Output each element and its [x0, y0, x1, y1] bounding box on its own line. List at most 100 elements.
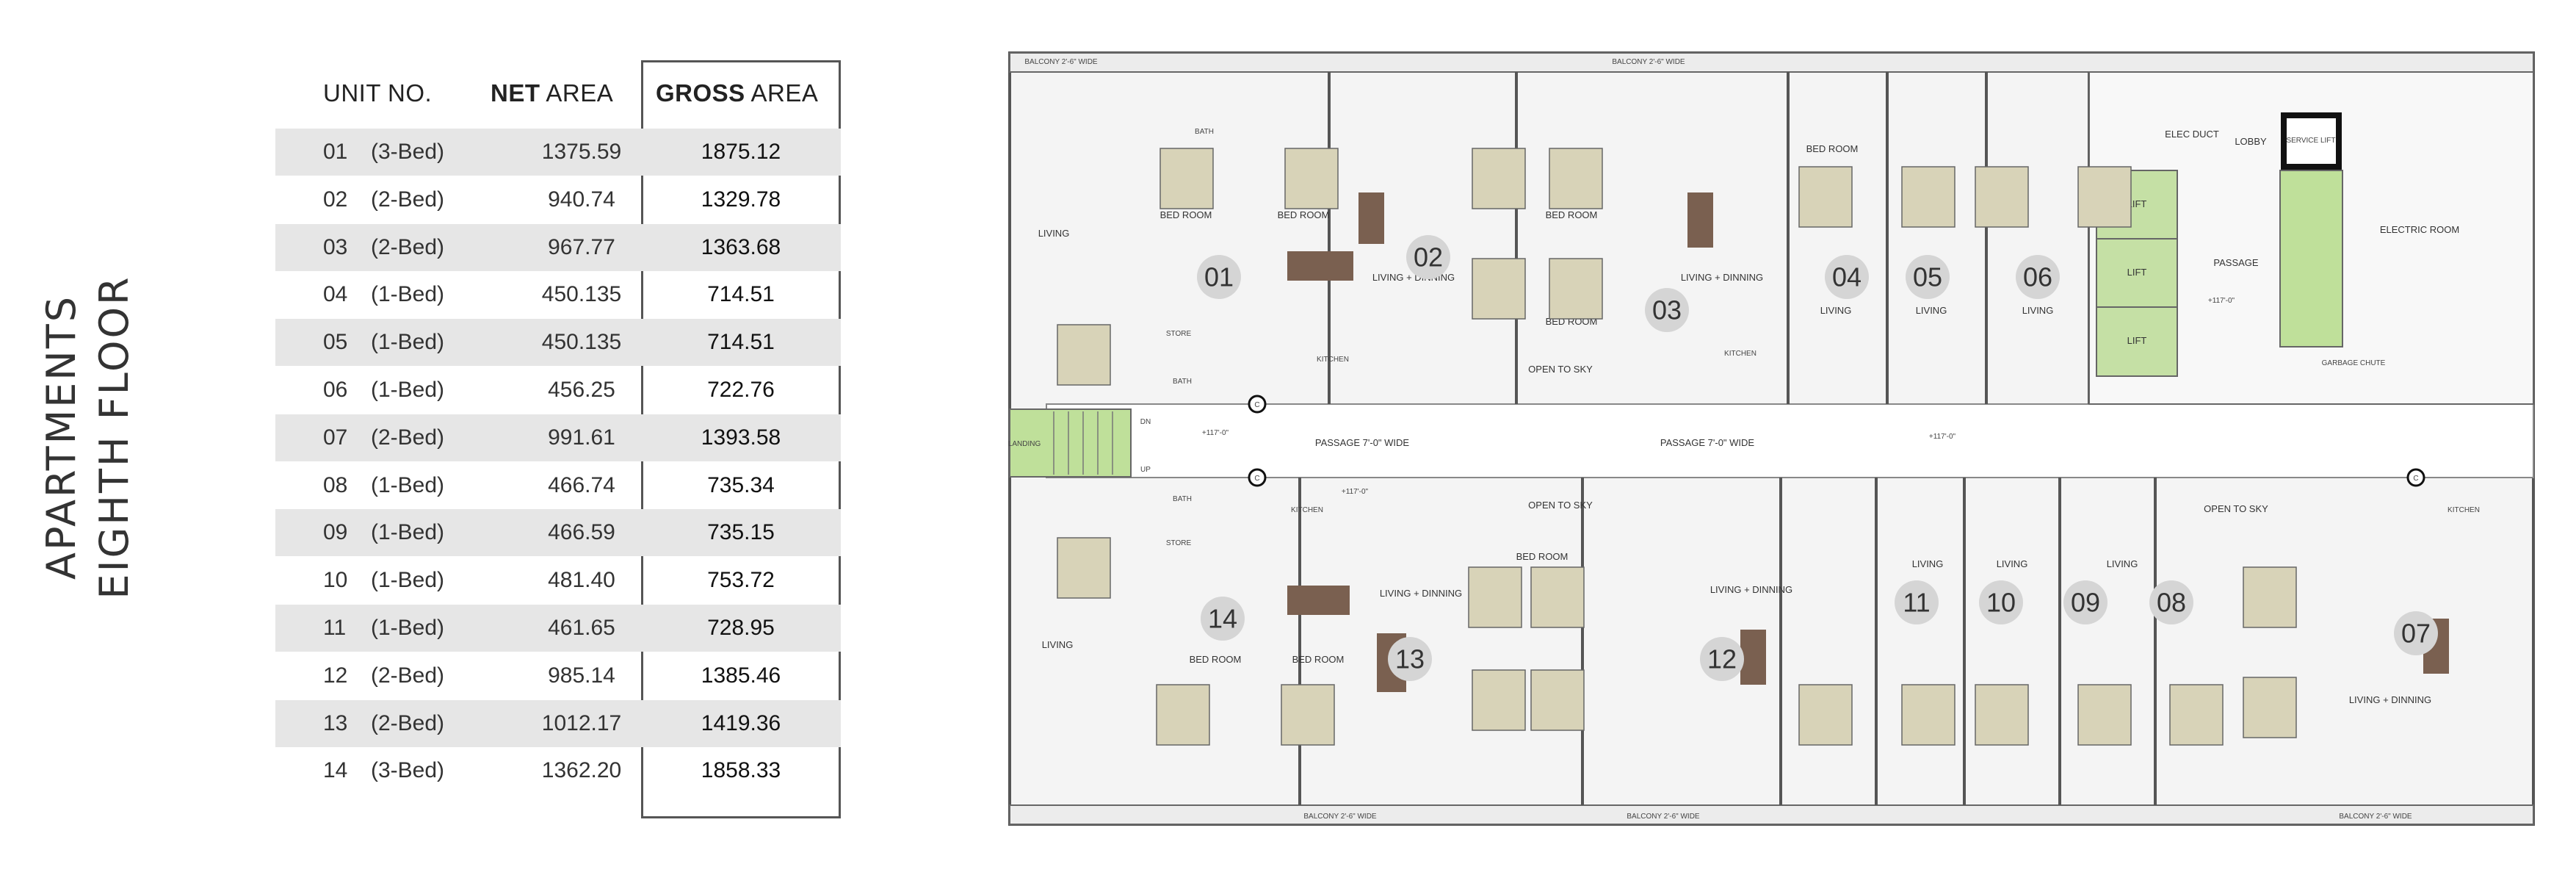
unit-marker-label: 01 — [1204, 262, 1234, 292]
garbage-chute-label: GARBAGE CHUTE — [2322, 359, 2386, 367]
gross-area-cell: 722.76 — [707, 378, 775, 402]
unit-marker-circle — [2016, 255, 2060, 299]
gross-area-cell: 1858.33 — [701, 758, 781, 783]
unit-marker-circle — [1700, 637, 1744, 681]
floor-plan-drawing: LIFT LIFT LIFT PASSAGE LOBBY SERVICE LIF… — [1008, 51, 2535, 826]
kitchen-label: KITCHEN — [1724, 350, 1756, 358]
bed-type-cell: (1-Bed) — [371, 330, 445, 355]
bed-furniture — [2077, 166, 2132, 228]
living-label: LIVING — [1042, 639, 1074, 650]
header-unit-no: UNIT NO. — [323, 79, 433, 107]
unit-marker-circle — [1201, 597, 1245, 641]
unit-marker-label: 07 — [2401, 619, 2431, 649]
lobby-label: LOBBY — [2235, 136, 2267, 147]
dining-table — [1287, 586, 1350, 615]
open-to-sky-label: OPEN TO SKY — [1528, 364, 1593, 375]
bed-furniture — [1472, 669, 1526, 731]
passage-right-label: PASSAGE 7'-0" WIDE — [1660, 437, 1755, 448]
unit-number-cell: 07 — [323, 425, 348, 450]
net-area-cell: 450.135 — [541, 330, 622, 355]
lift-label-2: LIFT — [2127, 267, 2147, 278]
balcony-label: BALCONY 2'-6" WIDE — [2339, 813, 2412, 821]
bed-room-label: BED ROOM — [1292, 654, 1345, 665]
stair-up-label: UP — [1140, 466, 1151, 474]
unit-marker-label: 05 — [1913, 262, 1942, 292]
bed-furniture — [1530, 669, 1585, 731]
top-balcony-strip — [1009, 52, 2534, 73]
living-dining-label: LIVING + DINNING — [2349, 694, 2431, 705]
floor-plan: LIFT LIFT LIFT PASSAGE LOBBY SERVICE LIF… — [1002, 38, 2541, 839]
gross-area-cell: 714.51 — [707, 330, 775, 355]
bed-room-label: BED ROOM — [1806, 143, 1859, 154]
unit-marker-circle — [1388, 637, 1432, 681]
bed-type-cell: (2-Bed) — [371, 425, 445, 450]
level-mark-4: +117'-0" — [1342, 488, 1369, 496]
living-label: LIVING — [1912, 558, 1944, 569]
gross-area-cell: 1419.36 — [701, 710, 781, 735]
table-row: 14 (3-Bed) 1362.20 1858.33 — [275, 747, 841, 794]
store-label: STORE — [1166, 539, 1192, 547]
bottom-partitions — [1298, 478, 2157, 805]
bed-furniture — [1472, 148, 1526, 209]
unit-marker-label: 04 — [1832, 262, 1862, 292]
unit-marker-label: 13 — [1395, 644, 1425, 674]
net-area-cell: 461.65 — [548, 616, 615, 640]
unit-marker-label: 06 — [2023, 262, 2052, 292]
gross-area-cell: 1329.78 — [701, 187, 781, 212]
gross-area-cell: 753.72 — [707, 568, 775, 593]
unit-marker-circle — [2394, 611, 2438, 655]
unit-marker-label: 03 — [1652, 295, 1682, 325]
unit-number-cell: 14 — [323, 758, 348, 783]
bed-furniture — [2243, 566, 2297, 628]
net-area-cell: 1362.20 — [541, 758, 622, 783]
unit-marker-circle — [1645, 288, 1689, 332]
dining-table — [1358, 192, 1384, 244]
floor-title: APARTMENTS EIGHTH FLOOR — [35, 276, 141, 599]
unit-number-cell: 04 — [323, 282, 348, 307]
net-area-cell: 1012.17 — [541, 710, 622, 735]
bed-furniture — [1159, 148, 1214, 209]
unit-marker-label: 10 — [1986, 588, 2016, 618]
main-stair — [1009, 408, 1132, 478]
bed-type-cell: (3-Bed) — [371, 758, 445, 783]
kitchen-label: KITCHEN — [1317, 356, 1349, 364]
kitchen-label: KITCHEN — [1291, 506, 1323, 514]
room-labels: BED ROOM BED ROOM LIVING LIVING + DINNIN… — [1024, 58, 2480, 821]
gross-area-cell: 1875.12 — [701, 140, 781, 164]
bed-room-label: BED ROOM — [1546, 209, 1598, 220]
bed-type-cell: (2-Bed) — [371, 234, 445, 259]
unit-marker-label: 12 — [1707, 644, 1737, 674]
net-area-cell: 985.14 — [548, 663, 615, 688]
bed-furniture — [1530, 566, 1585, 628]
bed-furniture — [1284, 148, 1339, 209]
bed-furniture — [1901, 684, 1955, 746]
bed-furniture — [1057, 537, 1111, 599]
landing-label: LANDING — [1008, 440, 1041, 448]
bed-furniture — [2077, 684, 2132, 746]
open-to-sky-label: OPEN TO SKY — [2204, 503, 2268, 514]
unit-marker-circle — [2063, 580, 2108, 624]
column-c-label: C — [1254, 475, 1259, 483]
bed-furniture — [1798, 684, 1853, 746]
gross-area-cell: 1363.68 — [701, 234, 781, 259]
bed-type-cell: (2-Bed) — [371, 710, 445, 735]
passage-core-label: PASSAGE — [2213, 257, 2259, 268]
bed-type-cell: (1-Bed) — [371, 520, 445, 545]
balcony-label: BALCONY 2'-6" WIDE — [1303, 813, 1377, 821]
gross-area-cell: 714.51 — [707, 282, 775, 307]
living-label: LIVING — [1916, 305, 1947, 316]
column-c-label: C — [2413, 475, 2418, 483]
bed-room-label: BED ROOM — [1190, 654, 1242, 665]
title-line-2: EIGHTH FLOOR — [91, 275, 137, 599]
net-area-cell: 481.40 — [548, 568, 615, 593]
open-to-sky-label: OPEN TO SKY — [1528, 500, 1593, 511]
bed-room-label: BED ROOM — [1278, 209, 1330, 220]
lift-label-1: LIFT — [2127, 198, 2147, 209]
net-area-cell: 991.61 — [548, 425, 615, 450]
net-area-cell: 940.74 — [548, 187, 615, 212]
unit-number-cell: 02 — [323, 187, 348, 212]
corridor — [1046, 403, 2534, 478]
header-gross-area: GROSS AREA — [656, 79, 819, 107]
header-net-area: NET AREA — [491, 79, 614, 107]
